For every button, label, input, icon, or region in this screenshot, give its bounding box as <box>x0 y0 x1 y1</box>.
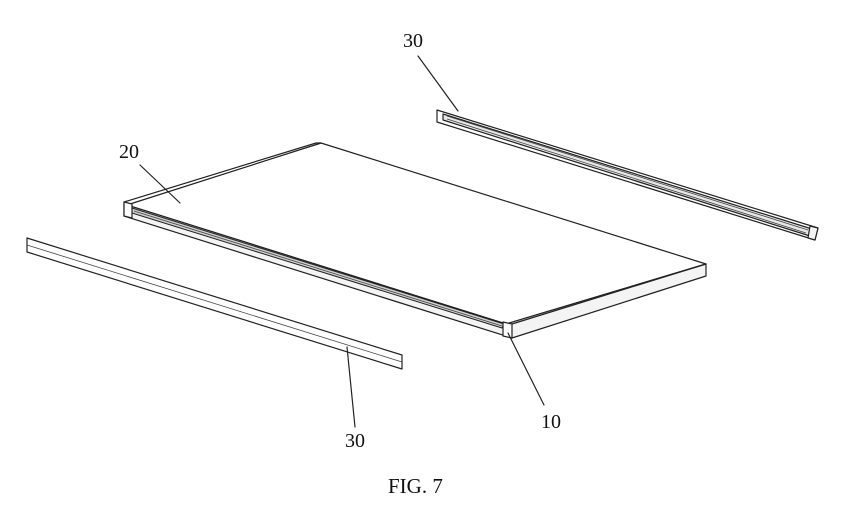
strip-top-inner-line <box>446 115 809 231</box>
leader-frame <box>507 332 545 406</box>
label-strip-bottom: 30 <box>345 430 365 452</box>
leader-strip-bottom <box>346 346 356 428</box>
figure-caption: FIG. 7 <box>388 474 443 498</box>
frame-corner-edge <box>511 263 707 325</box>
leader-panel <box>139 164 181 204</box>
frame-left-end <box>123 201 133 219</box>
frame-corner-block <box>502 321 513 339</box>
panel-assembly <box>123 142 707 339</box>
edge-strip-top <box>436 109 819 241</box>
strip-bottom-edge <box>26 244 403 363</box>
panel-groove-line <box>133 210 503 327</box>
leader-strip-top <box>417 55 459 112</box>
strip-top-end <box>807 225 819 241</box>
label-strip-top: 30 <box>403 30 423 52</box>
label-panel: 20 <box>119 141 139 163</box>
label-frame: 10 <box>541 411 561 433</box>
strip-top-inner-line-2 <box>446 118 807 234</box>
leader-lines <box>139 55 545 428</box>
edge-strip-bottom <box>26 237 403 370</box>
